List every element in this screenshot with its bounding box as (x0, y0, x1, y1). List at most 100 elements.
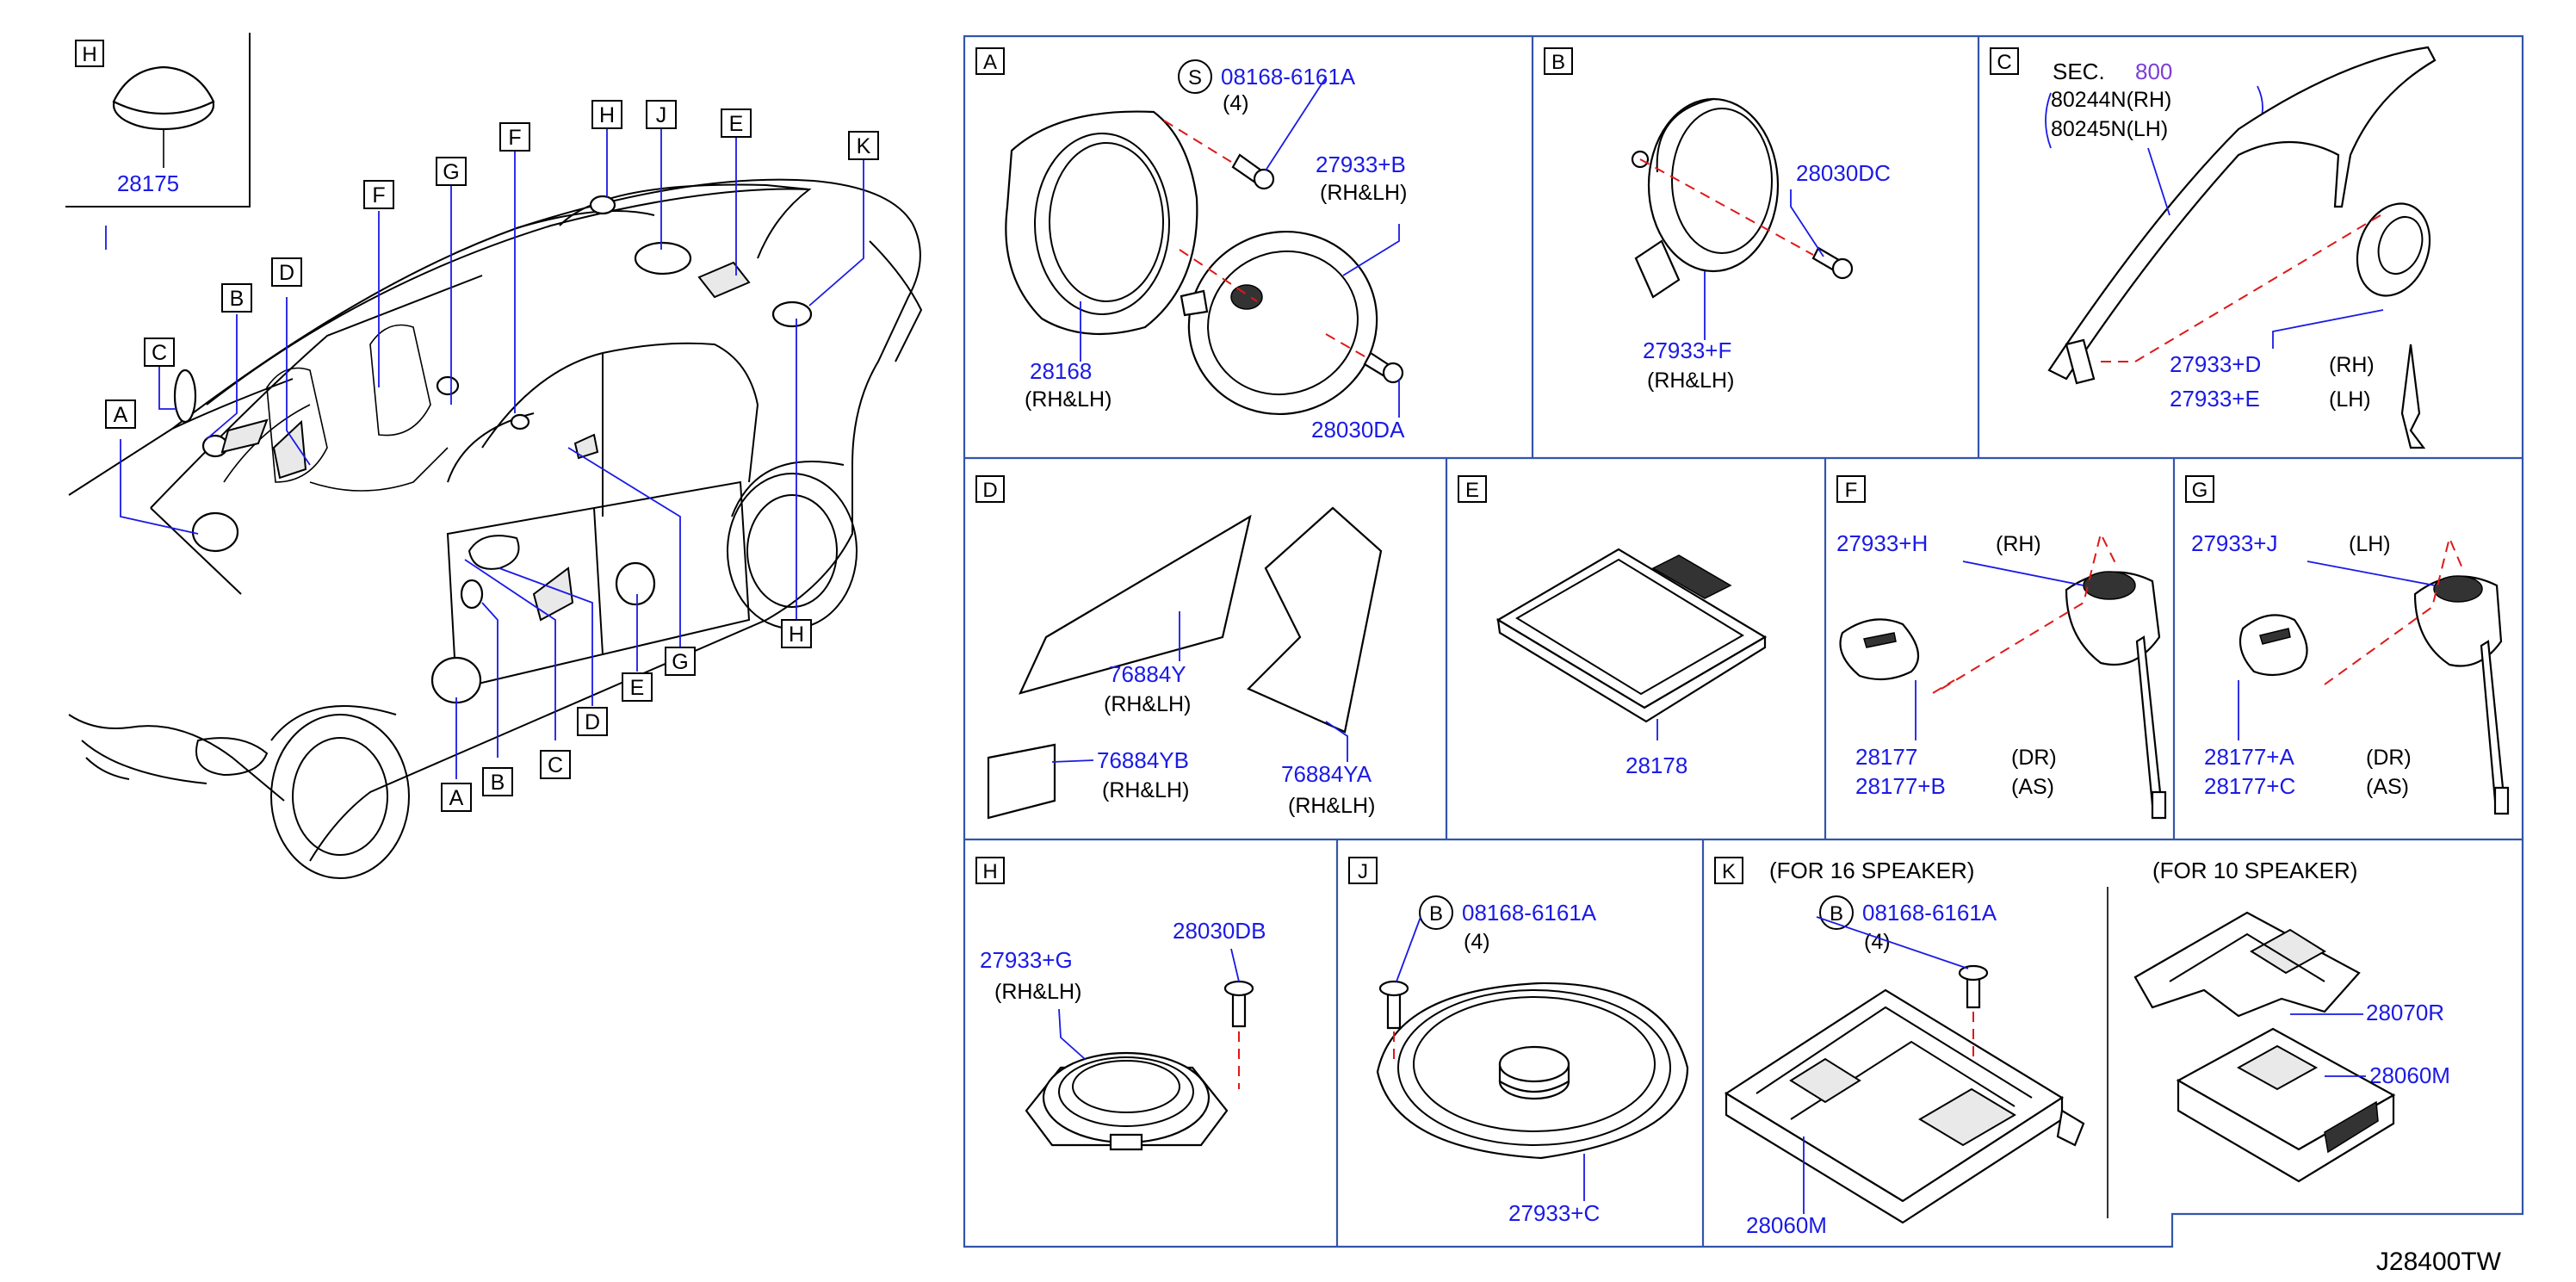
car-leader-lines (105, 127, 864, 779)
panel-f: F 27933+H (RH) 28177 28177+B (DR) (AS) (1836, 475, 2167, 820)
callout-box (75, 40, 104, 67)
part-number: 28175 (117, 170, 179, 196)
svg-text:F: F (372, 183, 385, 207)
svg-text:B: B (230, 287, 245, 311)
svg-text:G: G (443, 160, 459, 184)
callout-d-bottom: D (577, 707, 608, 736)
part-3-side: (RH&LH) (1288, 794, 1375, 818)
dr-label: (DR) (2011, 746, 2057, 770)
part-lh: 27933+E (2170, 386, 2260, 412)
callout-a-top: A (105, 399, 136, 429)
amp-16-part: 28060M (1746, 1212, 1827, 1238)
panel-c: C SEC. 800 80244N(RH) 80245N(LH) 27933+D… (1990, 46, 2437, 449)
speaker-part-number: 27933+H (1836, 530, 1928, 556)
section-number: 800 (2135, 59, 2172, 84)
cover-part-2: 28177+B (1855, 773, 1946, 799)
bracket-10-part: 28070R (2366, 1000, 2444, 1025)
callout-c-bottom: C (540, 750, 571, 779)
speaker-side: (LH) (2349, 532, 2391, 556)
panel-h: H 28030DB 27933+G (RH&LH) (975, 857, 1266, 1151)
panel-label: D (982, 479, 997, 502)
panel-label: F (1845, 479, 1858, 502)
panel-g: G 27933+J (LH) 28177+A 28177+C (DR) (AS) (2185, 475, 2510, 815)
bolt-mark: S (1188, 66, 1202, 90)
callout-h-top: H (591, 100, 622, 129)
bracket-side: (RH&LH) (1025, 387, 1112, 412)
screw-part-number: 28030DC (1796, 160, 1891, 186)
callout-b-top: B (221, 283, 252, 313)
svg-text:H: H (789, 622, 804, 647)
amp-10-part: 28060M (2369, 1062, 2450, 1088)
part-1: 76884Y (1109, 661, 1186, 687)
callout-c-top: C (144, 338, 175, 367)
ref-rh: 80244N(RH) (2051, 88, 2171, 112)
svg-text:J: J (656, 103, 667, 127)
panel-b: B 28030DC 27933+F (RH&LH) (1544, 47, 1891, 393)
svg-text:E: E (630, 676, 645, 700)
note-10-speaker: (FOR 10 SPEAKER) (2152, 858, 2357, 883)
callout-a-bottom: A (441, 783, 472, 812)
speaker-part-number: 27933+F (1643, 338, 1731, 363)
svg-text:F: F (508, 126, 521, 150)
panel-label: E (1465, 479, 1479, 502)
panel-d: D 76884Y (RH&LH) 76884YB (RH&LH) 76884YA… (975, 475, 1383, 820)
part-2-side: (RH&LH) (1102, 778, 1189, 802)
svg-text:A: A (449, 786, 464, 810)
part-1-side: (RH&LH) (1104, 692, 1191, 716)
svg-text:D: D (585, 710, 600, 734)
bolt-part-number: 08168-6161A (1462, 900, 1597, 926)
svg-text:C: C (152, 341, 167, 365)
callout-d-top: D (271, 257, 302, 287)
callout-k: K (848, 131, 879, 160)
panel-k: K (FOR 16 SPEAKER) (FOR 10 SPEAKER) B 08… (1714, 857, 2450, 1238)
callout-e-bottom: E (622, 672, 653, 702)
callout-h-right: H (781, 619, 812, 648)
panel-grid (963, 34, 2524, 1248)
panel-label: B (1551, 51, 1565, 74)
part-2: 76884YB (1097, 747, 1189, 773)
callout-letter: H (82, 43, 96, 66)
bolt-qty: (4) (1223, 91, 1249, 115)
speaker-part-number: 27933+C (1508, 1200, 1600, 1226)
bolt-mark: B (1429, 902, 1443, 926)
callout-g-bottom: G (665, 647, 696, 676)
panel-a: A S 08168-6161A (4) 27933+B (RH&LH) 2816… (975, 47, 1407, 443)
car-illustration (68, 178, 923, 879)
bolt-qty: (4) (1464, 930, 1490, 954)
as-label: (AS) (2011, 775, 2054, 799)
svg-text:A: A (114, 403, 128, 427)
speaker-side: (RH) (1996, 532, 2041, 556)
part-3: 76884YA (1281, 761, 1372, 787)
speaker-side: (RH&LH) (1320, 181, 1407, 205)
svg-text:H: H (599, 103, 615, 127)
panel-label: K (1722, 860, 1736, 883)
note-16-speaker: (FOR 16 SPEAKER) (1769, 858, 1974, 883)
bracket-part-number: 28168 (1030, 358, 1092, 384)
cover-part-1: 28177 (1855, 744, 1917, 770)
screw-part-number: 28030DB (1173, 918, 1266, 944)
bolt-qty: (4) (1864, 930, 1891, 954)
as-label: (AS) (2366, 775, 2409, 799)
panel-j: J B 08168-6161A (4) 27933+C (1348, 857, 1689, 1226)
dr-label: (DR) (2366, 746, 2412, 770)
panel-label: H (982, 860, 997, 883)
diagram-id: J28400TW (2376, 1248, 2502, 1276)
speaker-part-number: 27933+G (980, 947, 1073, 973)
speaker-side: (RH&LH) (994, 980, 1081, 1004)
lh-label: (LH) (2329, 387, 2371, 412)
panel-label: G (2192, 479, 2208, 502)
svg-text:K: K (857, 134, 871, 158)
callout-b-bottom: B (482, 767, 513, 796)
screw-part-number: 28030DA (1311, 417, 1405, 443)
svg-text:D: D (279, 261, 294, 285)
svg-text:B: B (491, 771, 505, 795)
part-rh: 27933+D (2170, 351, 2261, 377)
bolt-mark: B (1830, 902, 1843, 926)
panel-label: J (1358, 860, 1368, 883)
svg-text:C: C (548, 753, 563, 777)
speaker-part-number: 27933+J (2191, 530, 2277, 556)
speaker-side: (RH&LH) (1647, 368, 1734, 393)
callout-f-top: F (499, 122, 530, 152)
